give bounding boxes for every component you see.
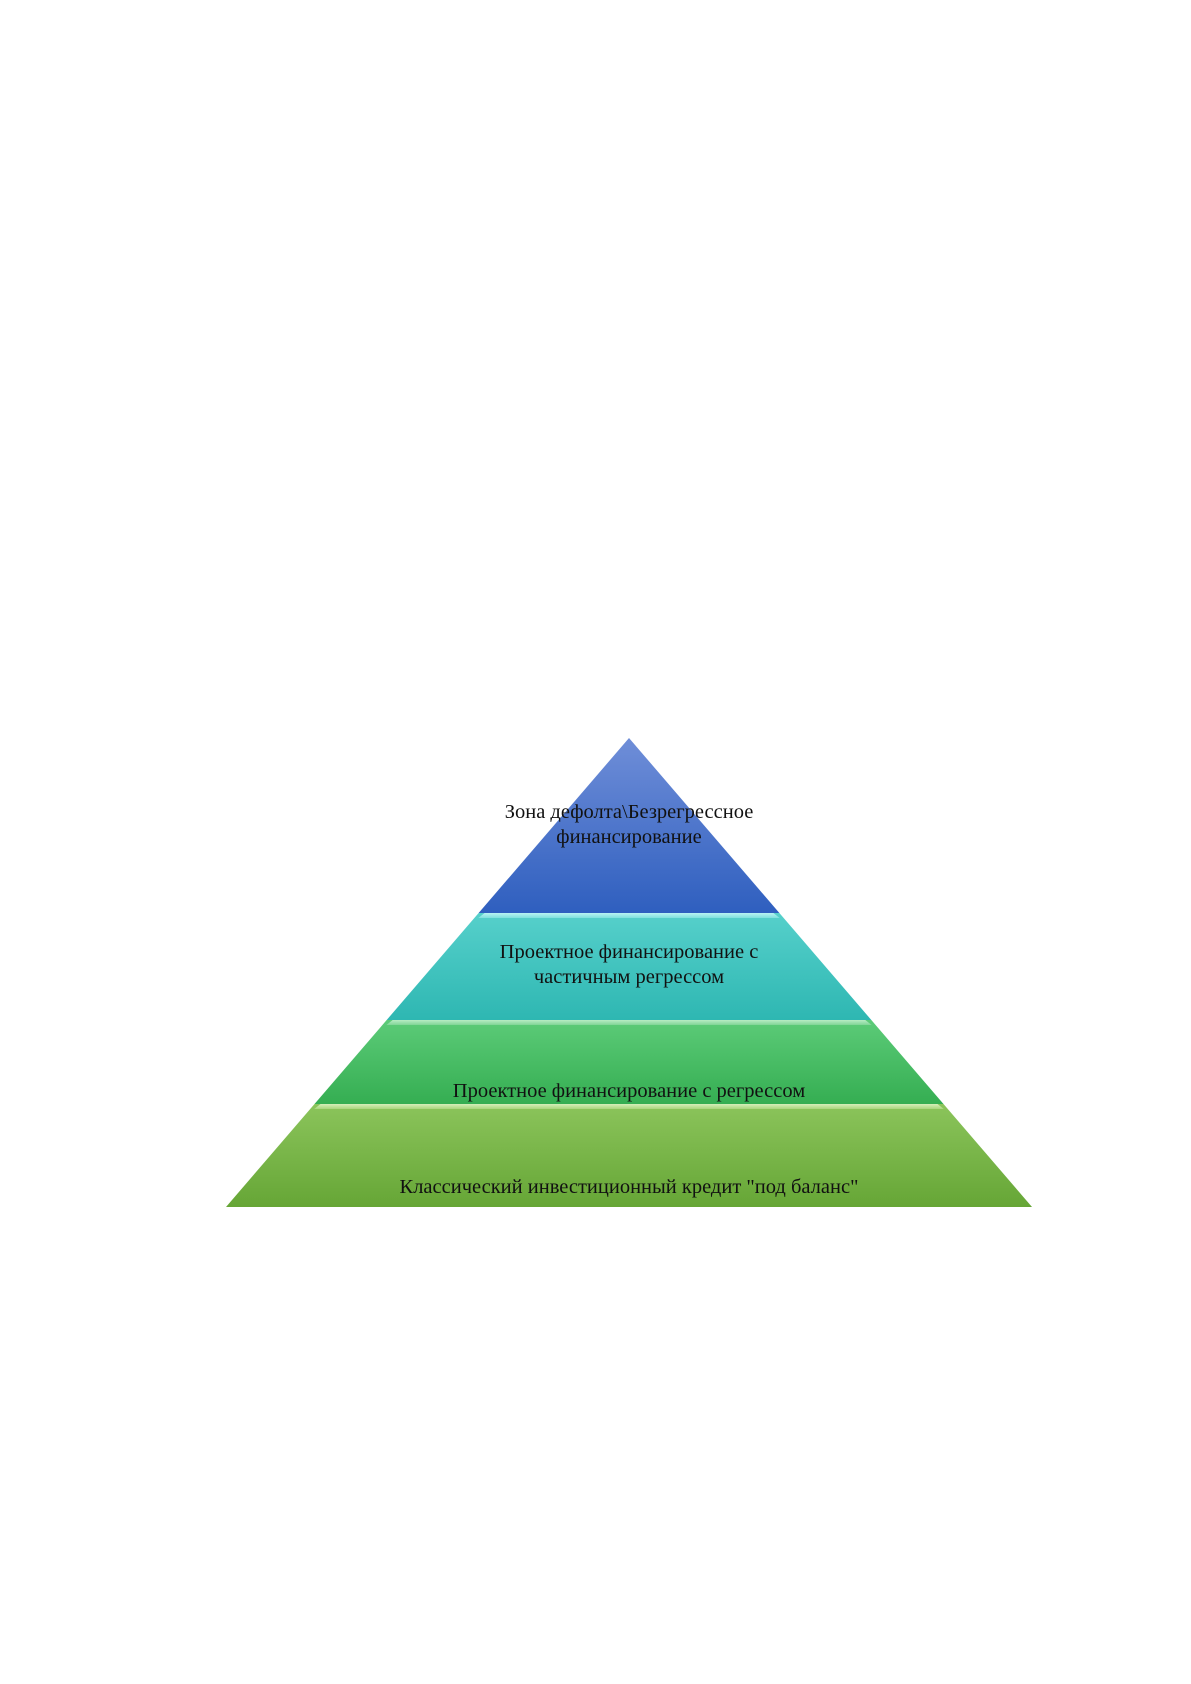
tier-4-label-line-1: Классический инвестиционный кредит "под … [400,1176,859,1198]
tier-separator-3 [386,1020,871,1025]
tier-2-label-line-2: частичным регрессом [534,966,724,988]
tier-1-label-line-1: Зона дефолта\Безрегрессное [505,801,754,823]
tier-1-label-line-2: финансирование [556,826,701,848]
tier-2-label-line-1: Проектное финансирование с [500,941,759,963]
tier-separator-2 [478,913,779,918]
tier-separator-4 [314,1104,944,1109]
tier-3-label-line-1: Проектное финансирование с регрессом [453,1080,805,1102]
